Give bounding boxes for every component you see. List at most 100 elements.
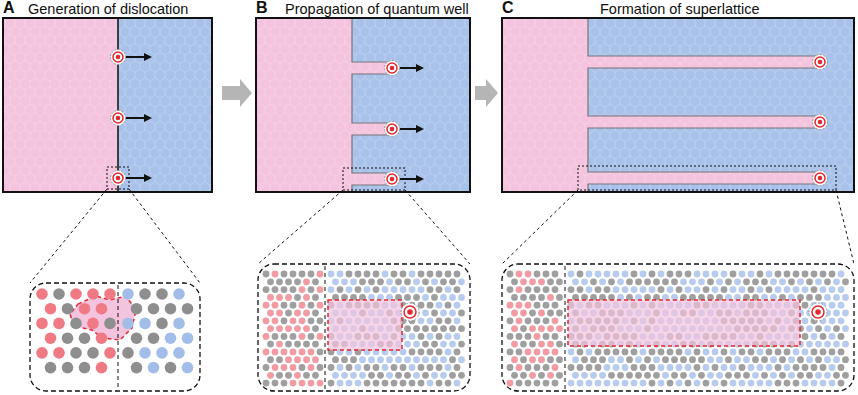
panel-a <box>3 18 212 192</box>
atom <box>337 364 344 371</box>
atom <box>454 364 461 371</box>
atom <box>391 286 398 293</box>
atom <box>556 310 563 317</box>
atom <box>317 349 324 356</box>
atom <box>842 372 849 379</box>
atom <box>139 288 151 300</box>
atom <box>79 332 91 344</box>
atom <box>802 349 809 356</box>
atom <box>355 364 362 371</box>
atom <box>386 356 393 363</box>
atom <box>829 333 836 340</box>
atom <box>440 325 447 332</box>
atom <box>131 362 143 374</box>
atom <box>525 333 532 340</box>
atom <box>308 317 315 324</box>
atom <box>377 372 384 379</box>
dislocation-symbol <box>387 174 397 184</box>
atom <box>341 278 348 285</box>
atom <box>173 318 185 330</box>
atom <box>96 303 108 315</box>
atom <box>577 364 584 371</box>
atom <box>595 380 602 387</box>
atom <box>317 286 324 293</box>
atom <box>440 310 447 317</box>
atom <box>312 278 319 285</box>
atom <box>413 372 420 379</box>
atom <box>290 333 297 340</box>
atom <box>757 286 764 293</box>
atom <box>694 380 701 387</box>
atom <box>272 286 279 293</box>
atom <box>404 356 411 363</box>
atom <box>299 302 306 309</box>
atom <box>707 372 714 379</box>
atom <box>404 294 411 301</box>
atom <box>806 294 813 301</box>
atom <box>779 356 786 363</box>
atom <box>312 310 319 317</box>
atom <box>613 286 620 293</box>
atom <box>784 271 791 278</box>
atom <box>525 302 532 309</box>
atom <box>350 278 357 285</box>
atom <box>595 349 602 356</box>
atom <box>449 341 456 348</box>
atom <box>431 325 438 332</box>
atom <box>440 356 447 363</box>
atom <box>427 349 434 356</box>
interface-line <box>325 266 326 389</box>
atom <box>712 271 719 278</box>
atom <box>355 286 362 293</box>
atom <box>400 364 407 371</box>
atom <box>543 349 550 356</box>
atom <box>671 372 678 379</box>
atom <box>413 278 420 285</box>
atom <box>613 364 620 371</box>
atom <box>272 380 279 387</box>
atom <box>299 364 306 371</box>
atom <box>716 372 723 379</box>
atom <box>820 380 827 387</box>
atom <box>45 362 57 374</box>
atom <box>436 349 443 356</box>
atom <box>586 271 593 278</box>
atom <box>833 278 840 285</box>
atom <box>267 294 274 301</box>
atom <box>543 286 550 293</box>
atom <box>703 271 710 278</box>
atom <box>276 294 283 301</box>
atom <box>328 271 335 278</box>
atom <box>422 372 429 379</box>
inset-frame <box>258 264 470 391</box>
atom <box>712 364 719 371</box>
atom <box>743 372 750 379</box>
atom <box>272 333 279 340</box>
atom <box>703 380 710 387</box>
atom <box>418 349 425 356</box>
atom <box>400 380 407 387</box>
atom <box>45 332 57 344</box>
atom <box>458 325 465 332</box>
atom <box>431 341 438 348</box>
atom <box>364 271 371 278</box>
interface-line <box>565 266 566 389</box>
atom <box>96 332 108 344</box>
atom <box>364 286 371 293</box>
atom <box>507 333 514 340</box>
atom <box>568 364 575 371</box>
atom <box>572 278 579 285</box>
atom <box>538 310 545 317</box>
atom <box>748 271 755 278</box>
atom <box>685 364 692 371</box>
atom <box>445 317 452 324</box>
atom <box>165 332 177 344</box>
atom <box>644 278 651 285</box>
atom <box>824 294 831 301</box>
atom <box>281 286 288 293</box>
atom <box>833 356 840 363</box>
atom <box>87 318 99 330</box>
atom <box>449 310 456 317</box>
atom <box>53 318 65 330</box>
